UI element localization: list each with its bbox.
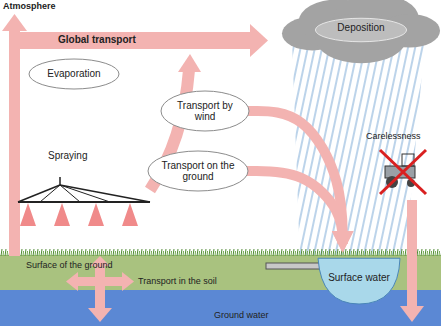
transport-arrow <box>248 111 343 244</box>
process-ellipse: Evaporation <box>28 58 120 90</box>
water-body: Surface water <box>318 252 400 304</box>
rain <box>292 40 425 262</box>
text-label: Carelessness <box>366 131 421 141</box>
text-label: Spraying <box>48 150 87 162</box>
text-label: Surface of the ground <box>26 260 113 270</box>
cloud-shape: Deposition <box>285 0 437 56</box>
sprayer <box>18 177 150 226</box>
process-ellipse: Transport by wind <box>160 90 250 132</box>
node-label: Transport by wind <box>171 100 239 123</box>
pipe <box>266 263 320 269</box>
text-label: Atmosphere <box>3 1 56 11</box>
rising-arrow-head <box>178 54 201 72</box>
process-ellipse: Transport on the ground <box>147 150 249 192</box>
tractor-icon <box>380 150 426 194</box>
transport-arrow <box>247 171 343 244</box>
grass <box>0 249 441 256</box>
text-label: Transport in the soil <box>138 276 217 286</box>
node-label: Evaporation <box>47 68 100 80</box>
text-label: Ground water <box>214 310 269 320</box>
node-label: Transport on the ground <box>158 160 238 183</box>
node-label: Deposition <box>337 22 384 34</box>
node-label: Surface water <box>328 272 390 284</box>
text-label: Global transport <box>58 34 136 46</box>
